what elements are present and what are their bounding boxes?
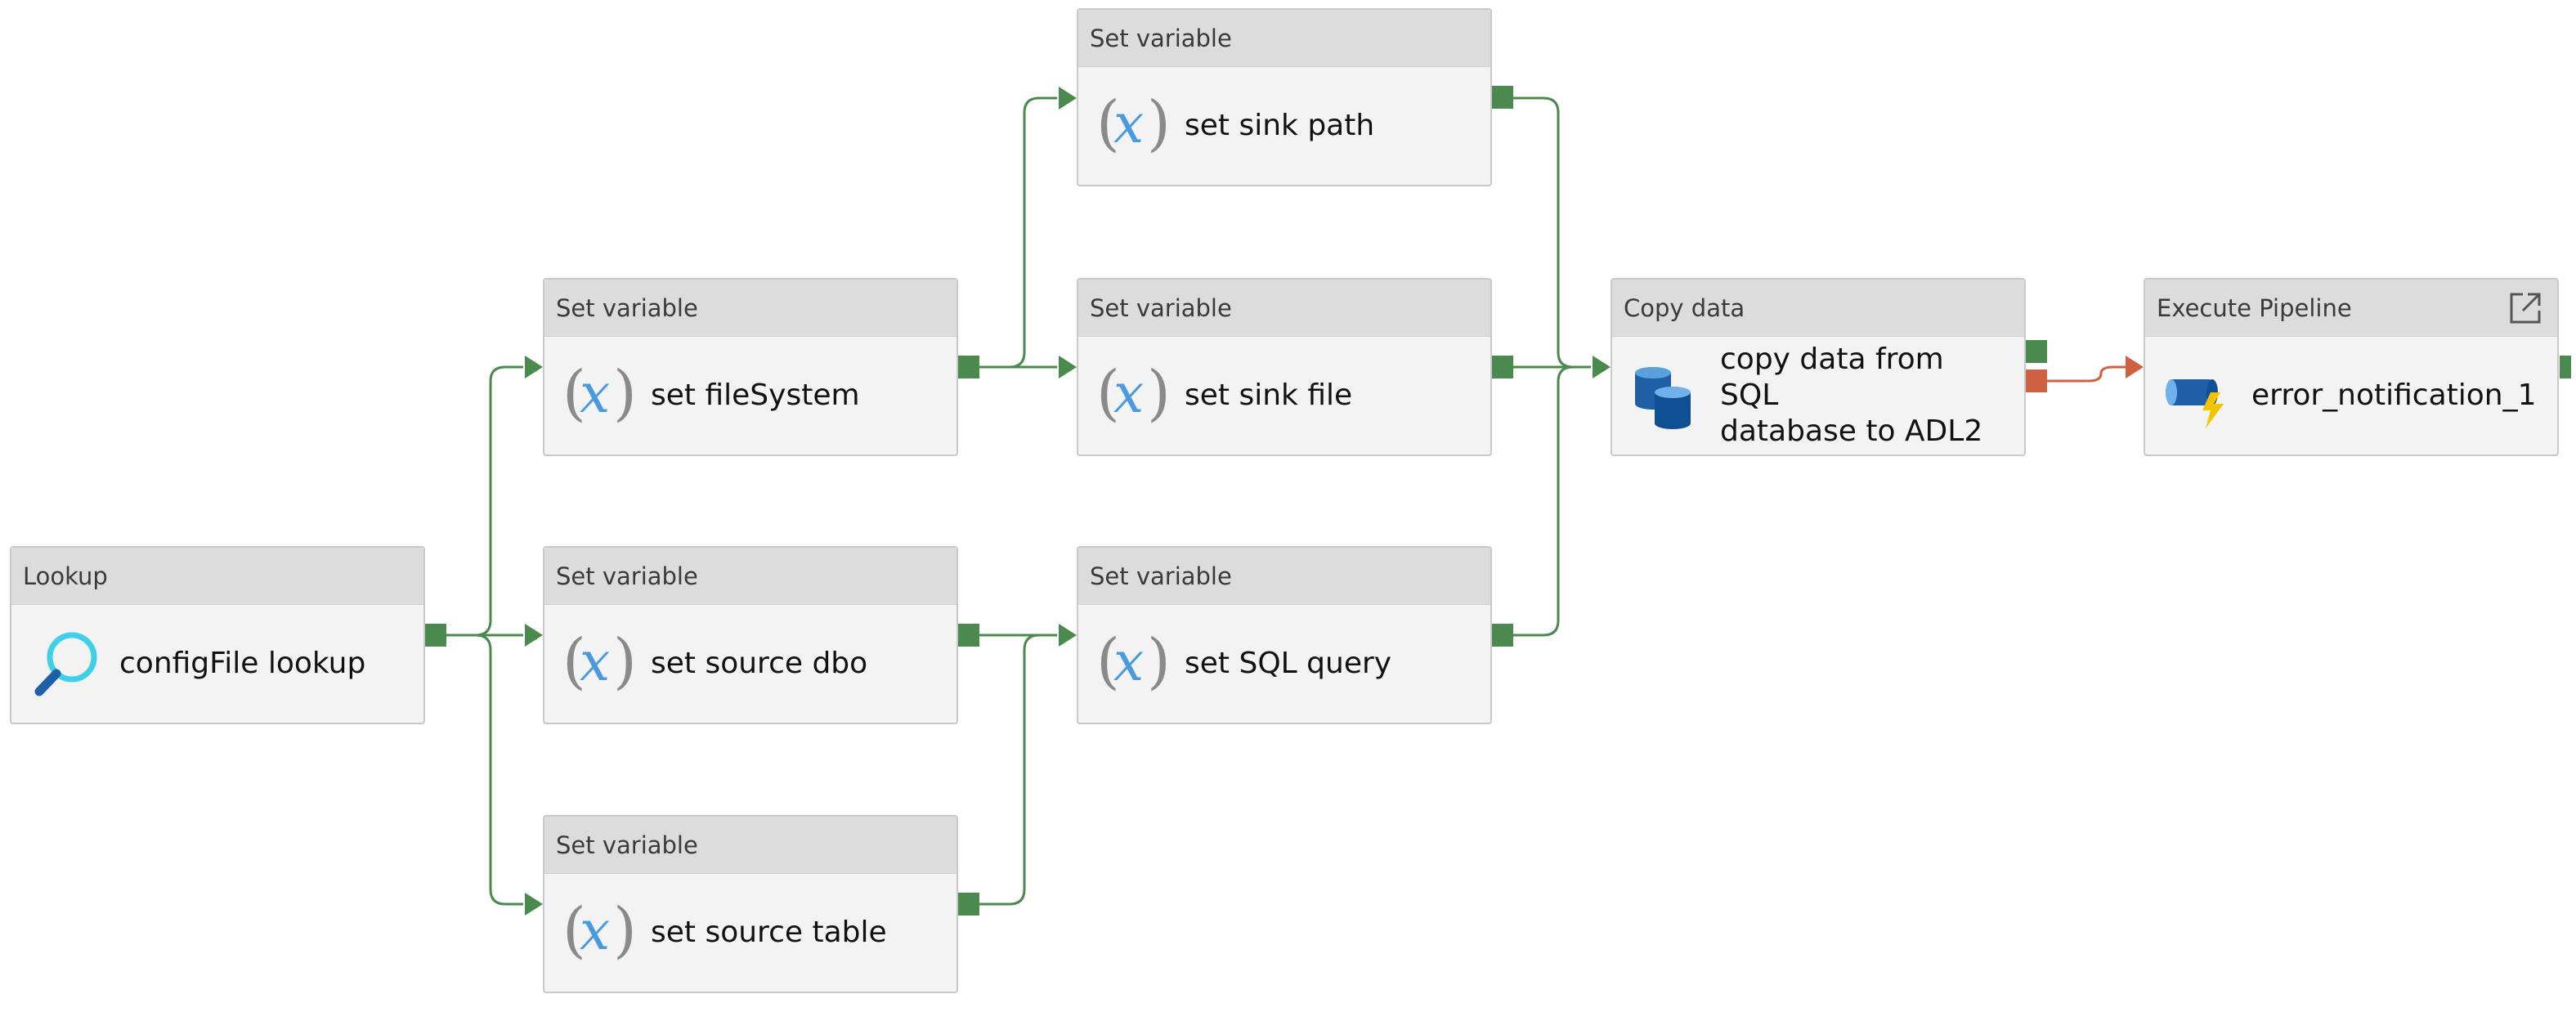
variable-icon: ( x ) (562, 897, 633, 965)
svg-text:): ) (613, 628, 633, 696)
success-output-port[interactable] (958, 356, 979, 378)
svg-text:(: ( (1096, 360, 1120, 428)
activity-type-label: Set variable (544, 817, 956, 874)
success-output-port[interactable] (1492, 624, 1513, 647)
activity-copy-data[interactable]: Copy data copy data from SQL database to… (1611, 278, 2026, 456)
arrowhead (1059, 624, 1077, 647)
success-output-port[interactable] (1492, 86, 1513, 109)
activity-type-label: Set variable (1078, 280, 1490, 337)
database-copy-icon (1635, 367, 1691, 429)
activity-name: error_notification_1 (2251, 378, 2537, 412)
arrowhead (1593, 356, 1611, 378)
search-icon (34, 632, 97, 696)
activity-name: set source table (651, 916, 887, 949)
variable-icon: ( x ) (1096, 628, 1167, 696)
svg-text:x: x (580, 630, 610, 693)
activity-type-label: Set variable (544, 280, 956, 337)
variable-icon: ( x ) (562, 628, 633, 696)
svg-text:(: ( (1096, 90, 1120, 159)
failure-output-port[interactable] (2026, 369, 2047, 392)
activity-set-source-dbo[interactable]: Set variable ( x ) set source dbo (543, 546, 958, 724)
variable-icon: ( x ) (1096, 360, 1167, 428)
activity-lookup[interactable]: Lookup configFile lookup (10, 546, 425, 724)
arrowhead (1059, 87, 1077, 110)
svg-text:x: x (1113, 630, 1144, 693)
svg-text:): ) (1147, 628, 1167, 696)
arrowhead (1059, 356, 1077, 378)
connector[interactable] (446, 365, 523, 637)
success-output-port[interactable] (2560, 356, 2571, 378)
success-output-port[interactable] (1492, 356, 1513, 378)
activity-name: configFile lookup (119, 647, 366, 680)
activity-name: set sink file (1185, 378, 1353, 412)
activity-name: copy data from SQL database to ADL2 (1720, 343, 1983, 448)
svg-text:(: ( (1096, 628, 1120, 696)
pipeline-icon (2166, 379, 2224, 428)
activity-type-label: Set variable (1078, 548, 1490, 605)
svg-text:(: ( (562, 897, 586, 965)
success-output-port[interactable] (2026, 340, 2047, 363)
connector[interactable] (979, 96, 1057, 369)
svg-text:x: x (580, 362, 610, 425)
arrowhead (2126, 356, 2144, 378)
svg-text:x: x (1113, 92, 1144, 155)
open-external-icon[interactable] (2507, 289, 2544, 327)
svg-text:): ) (613, 360, 633, 428)
connector[interactable] (446, 634, 523, 906)
arrowhead (525, 893, 543, 916)
svg-text:x: x (1113, 362, 1144, 425)
activity-set-filesystem[interactable]: Set variable ( x ) set fileSystem (543, 278, 958, 456)
svg-text:): ) (1147, 90, 1167, 159)
success-output-port[interactable] (958, 893, 979, 916)
activity-name: set fileSystem (651, 378, 860, 412)
variable-icon: ( x ) (562, 360, 633, 428)
arrowhead (525, 356, 543, 378)
activity-set-sink-file[interactable]: Set variable ( x ) set sink file (1077, 278, 1492, 456)
activity-type-label: Set variable (544, 548, 956, 605)
success-output-port[interactable] (425, 624, 446, 647)
svg-text:(: ( (562, 628, 586, 696)
arrowhead (525, 624, 543, 647)
activity-name: set source dbo (651, 647, 868, 680)
variable-icon: ( x ) (1096, 90, 1167, 159)
activity-type-label: Copy data (1612, 280, 2024, 337)
activity-type-label: Lookup (11, 548, 423, 605)
activity-name: set sink path (1185, 109, 1375, 142)
failure-connector[interactable] (2047, 365, 2126, 383)
activity-set-sink-path[interactable]: Set variable ( x ) set sink path (1077, 8, 1492, 186)
activity-type-label: Execute Pipeline (2145, 280, 2557, 337)
connector[interactable] (1513, 96, 1591, 369)
connector[interactable] (1513, 365, 1591, 637)
activity-set-sql-query[interactable]: Set variable ( x ) set SQL query (1077, 546, 1492, 724)
connector[interactable] (979, 634, 1057, 906)
success-output-port[interactable] (958, 624, 979, 647)
svg-text:): ) (613, 897, 633, 965)
activity-name: set SQL query (1185, 647, 1392, 680)
svg-text:(: ( (562, 360, 586, 428)
activity-set-source-table[interactable]: Set variable ( x ) set source table (543, 815, 958, 993)
svg-text:x: x (580, 899, 610, 962)
svg-text:): ) (1147, 360, 1167, 428)
activity-type-label: Set variable (1078, 10, 1490, 67)
activity-execute-pipeline[interactable]: Execute Pipeline error_notification_1 (2144, 278, 2559, 456)
